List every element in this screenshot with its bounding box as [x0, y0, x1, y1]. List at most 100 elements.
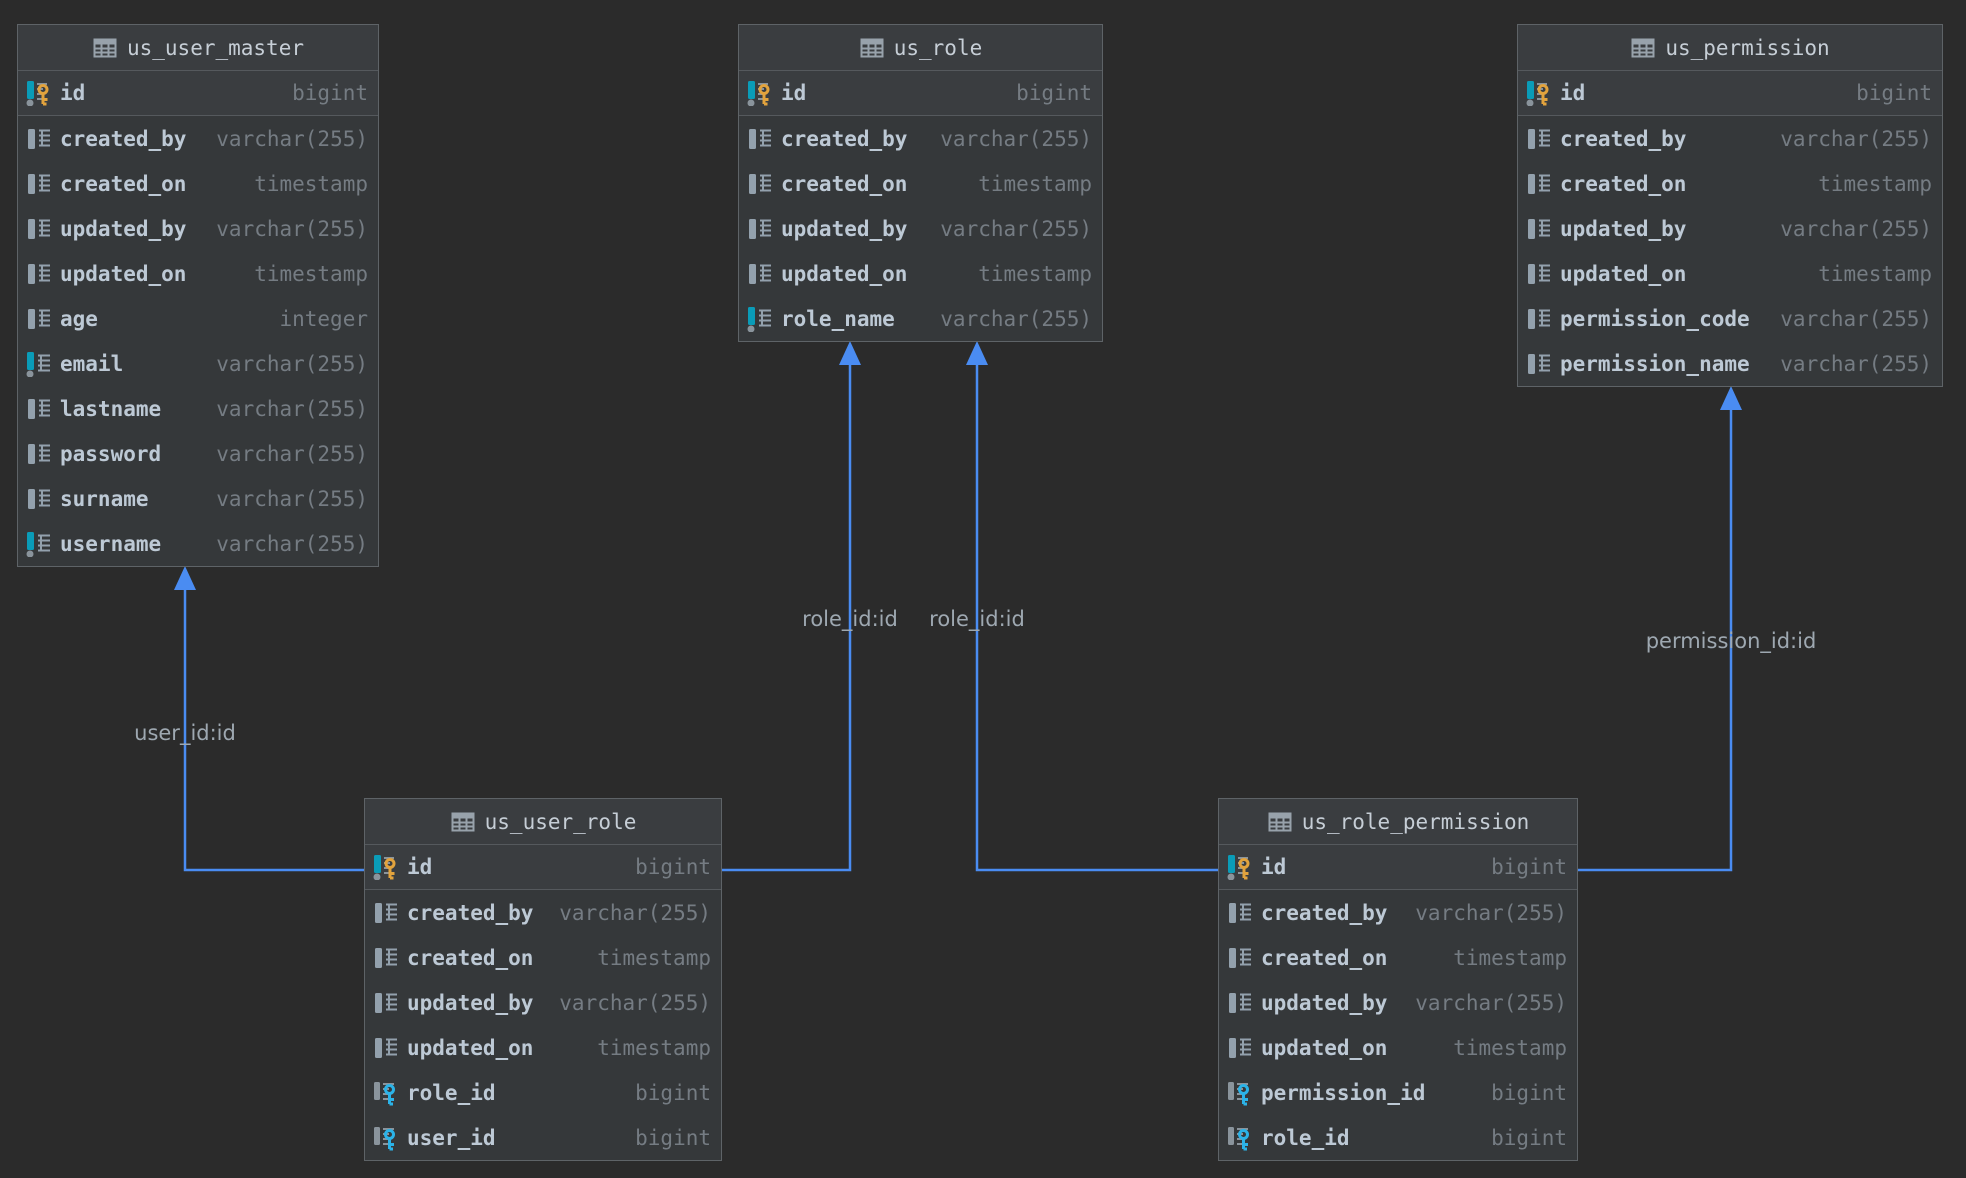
column-name: password: [60, 441, 162, 466]
column-name: surname: [60, 486, 149, 511]
relationship-label[interactable]: role_id:id: [929, 607, 1025, 631]
primary-key-icon: [26, 80, 52, 107]
column-icon: [373, 990, 399, 1016]
indexed-column-icon: [26, 531, 52, 557]
relationship-line[interactable]: [183, 586, 364, 872]
table-title: us_role_permission: [1301, 809, 1530, 834]
column-type: varchar(255): [1780, 351, 1932, 376]
column-icon: [26, 486, 52, 512]
primary-key-icon: [373, 854, 399, 881]
column-name: permission_code: [1560, 306, 1750, 331]
relationship-line[interactable]: [1578, 406, 1733, 872]
table-header[interactable]: us_user_master: [18, 25, 378, 71]
relationship-label[interactable]: role_id:id: [802, 607, 898, 631]
relationship-arrowhead-icon: [839, 341, 861, 365]
table-header[interactable]: us_role_permission: [1219, 799, 1577, 845]
table-icon: [92, 35, 118, 61]
column-icon: [747, 126, 773, 152]
column-name: permission_id: [1261, 1080, 1426, 1105]
column-icon: [373, 945, 399, 971]
column-name: created_by: [1560, 126, 1687, 151]
column-icon: [26, 216, 52, 242]
column-type: varchar(255): [1415, 900, 1567, 925]
column-name: updated_by: [781, 216, 908, 241]
column-name: updated_by: [60, 216, 187, 241]
column-type: varchar(255): [216, 531, 368, 556]
relationship-edge[interactable]: [1578, 386, 1742, 872]
column-type: bigint: [1016, 81, 1092, 105]
table-header[interactable]: us_role: [739, 25, 1102, 71]
relationship-label[interactable]: permission_id:id: [1645, 629, 1817, 653]
table-header[interactable]: us_permission: [1518, 25, 1942, 71]
column-name: id: [1261, 855, 1287, 879]
column-name: created_on: [60, 171, 187, 196]
column-type: bigint: [292, 81, 368, 105]
column-type: bigint: [1491, 855, 1567, 879]
indexed-column-icon: [26, 351, 52, 377]
column-row-permission_id[interactable]: permission_id bigint: [1219, 1070, 1577, 1115]
column-icon: [1227, 990, 1253, 1016]
column-type: varchar(255): [940, 306, 1092, 331]
table-header[interactable]: us_user_role: [365, 799, 721, 845]
column-type: timestamp: [597, 1035, 711, 1060]
relationship-line[interactable]: [975, 361, 1218, 872]
table-icon: [450, 809, 476, 835]
column-name: updated_on: [781, 261, 908, 286]
relationship-edge[interactable]: [174, 566, 364, 872]
relationship-line[interactable]: [722, 361, 852, 872]
relationship-edge[interactable]: [966, 341, 1218, 872]
table-icon: [1630, 35, 1656, 61]
relationship-arrowhead-icon: [174, 566, 196, 590]
column-type: varchar(255): [216, 396, 368, 421]
column-name: updated_by: [1261, 990, 1388, 1015]
column-type: bigint: [1491, 1080, 1567, 1105]
column-row-id[interactable]: id bigint: [1219, 845, 1577, 890]
column-type: varchar(255): [559, 990, 711, 1015]
relationship-edge[interactable]: [722, 341, 861, 872]
column-type: timestamp: [1453, 1035, 1567, 1060]
relationship-label[interactable]: user_id:id: [134, 721, 236, 745]
